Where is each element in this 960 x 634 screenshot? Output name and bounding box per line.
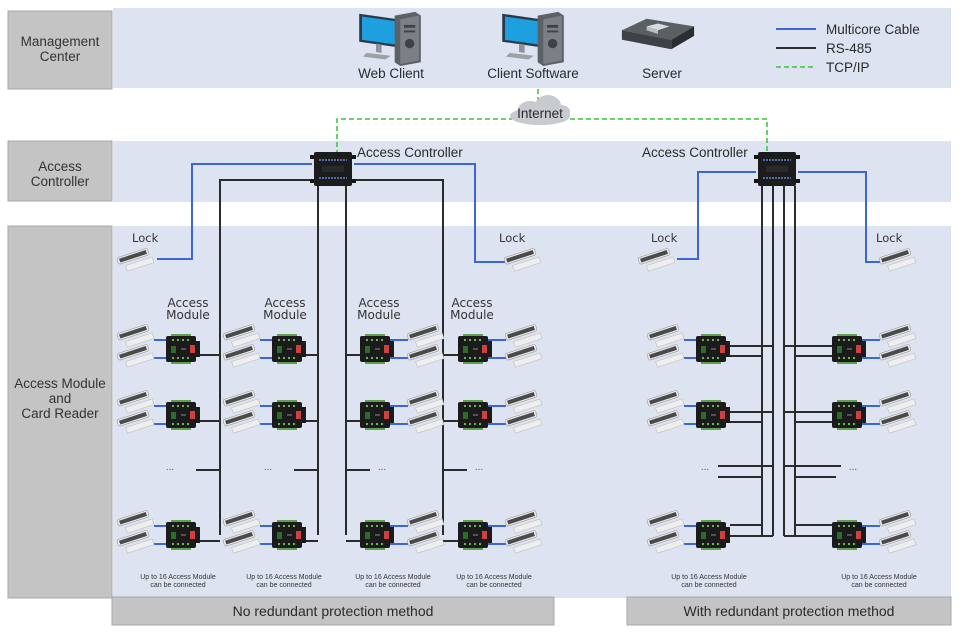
access-controller-icon [754,152,800,186]
capacity-note: Up to 16 Access Module [671,574,747,581]
tier-label-line: Center [40,49,81,64]
access-module-icon [458,334,492,364]
section-footer-label: With redundant protection method [684,603,895,619]
tier-label-module: Access Module and Card Reader [7,225,113,599]
capacity-note: can be connected [851,582,906,589]
access-module-icon [272,400,306,430]
access-module-icon [272,520,306,550]
access-module-icon [360,520,394,550]
cloud-icon [510,95,570,125]
tcpip-link-right [570,118,768,155]
tier-label-controller: Access Controller [7,140,113,202]
access-controller-right: Access Controller [642,145,800,186]
internet-label: Internet [517,106,563,121]
server-label: Server [642,66,682,81]
access-module-label: Module [166,308,210,322]
rs485-bus [354,179,444,535]
access-controller-left: Access Controller [310,145,463,186]
tier-label-line: Controller [31,174,90,189]
access-module-label: Access [264,296,305,310]
access-module-icon [272,334,306,364]
access-module-icon [832,334,866,364]
ellipsis: ... [701,462,709,473]
rs485-bus [219,179,312,535]
capacity-note: can be connected [466,582,521,589]
ellipsis: ... [166,462,174,473]
access-module-icon [360,400,394,430]
access-module-icon [166,400,200,430]
wiring [154,163,880,545]
access-module-label: Access [451,296,492,310]
access-module-label: Access [167,296,208,310]
access-controller-label: Access Controller [642,145,748,160]
tier-label-line: Access [38,159,82,174]
lock-label: Lock [876,231,903,245]
capacity-note: can be connected [256,582,311,589]
capacity-note: Up to 16 Access Module [246,574,322,581]
ellipsis: ... [264,462,272,473]
access-controller-label: Access Controller [357,145,463,160]
access-module-icon [832,400,866,430]
tcpip-link-left [336,118,512,155]
capacity-note: can be connected [681,582,736,589]
legend-label: Multicore Cable [826,22,920,37]
access-module-label: Module [357,308,401,322]
capacity-note: Up to 16 Access Module [140,574,216,581]
multicore-cable [354,163,505,263]
capacity-note: can be connected [150,582,205,589]
lock-label: Lock [499,231,526,245]
ellipsis: ... [849,462,857,473]
access-module-icon [696,334,730,364]
access-module-icon [696,400,730,430]
capacity-note: can be connected [365,582,420,589]
multicore-cable [798,171,880,263]
access-module-icon [458,520,492,550]
server: Server [621,18,695,81]
access-module-label: Module [450,308,494,322]
access-module-icon [166,520,200,550]
access-module-label: Access [358,296,399,310]
capacity-note: Up to 16 Access Module [456,574,532,581]
lock-label: Lock [651,231,678,245]
legend-label: RS-485 [826,41,872,56]
legend-label: TCP/IP [826,60,870,75]
capacity-note: Up to 16 Access Module [355,574,431,581]
section-footer-redundancy: With redundant protection method [626,596,952,626]
access-module-icon [166,334,200,364]
multicore-cable [677,171,756,260]
client-software-label: Client Software [487,66,579,81]
access-module-icon [696,520,730,550]
section-footer-no-redundancy: No redundant protection method [111,596,555,626]
access-module-label: Module [263,308,307,322]
tier-label-line: Card Reader [21,406,99,421]
client-software: Client Software [487,11,579,81]
access-module-icon [832,520,866,550]
tier-label-line: Management [21,34,100,49]
section-footer-label: No redundant protection method [233,603,434,619]
lock-label: Lock [132,231,159,245]
ellipsis: ... [475,462,483,473]
internet-cloud: Internet [510,95,570,125]
tier-label-management: Management Center [7,10,113,90]
tier-label-line: Access Module [14,376,106,391]
access-module-icon [360,334,394,364]
multicore-cable [157,163,312,260]
legend: Multicore Cable RS-485 TCP/IP [776,22,920,75]
access-controller-icon [310,152,356,186]
web-client-label: Web Client [358,66,424,81]
ellipsis: ... [378,462,386,473]
access-module-icon [458,400,492,430]
web-client: Web Client [358,11,424,81]
tier-label-line: and [49,391,72,406]
capacity-note: Up to 16 Access Module [841,574,917,581]
